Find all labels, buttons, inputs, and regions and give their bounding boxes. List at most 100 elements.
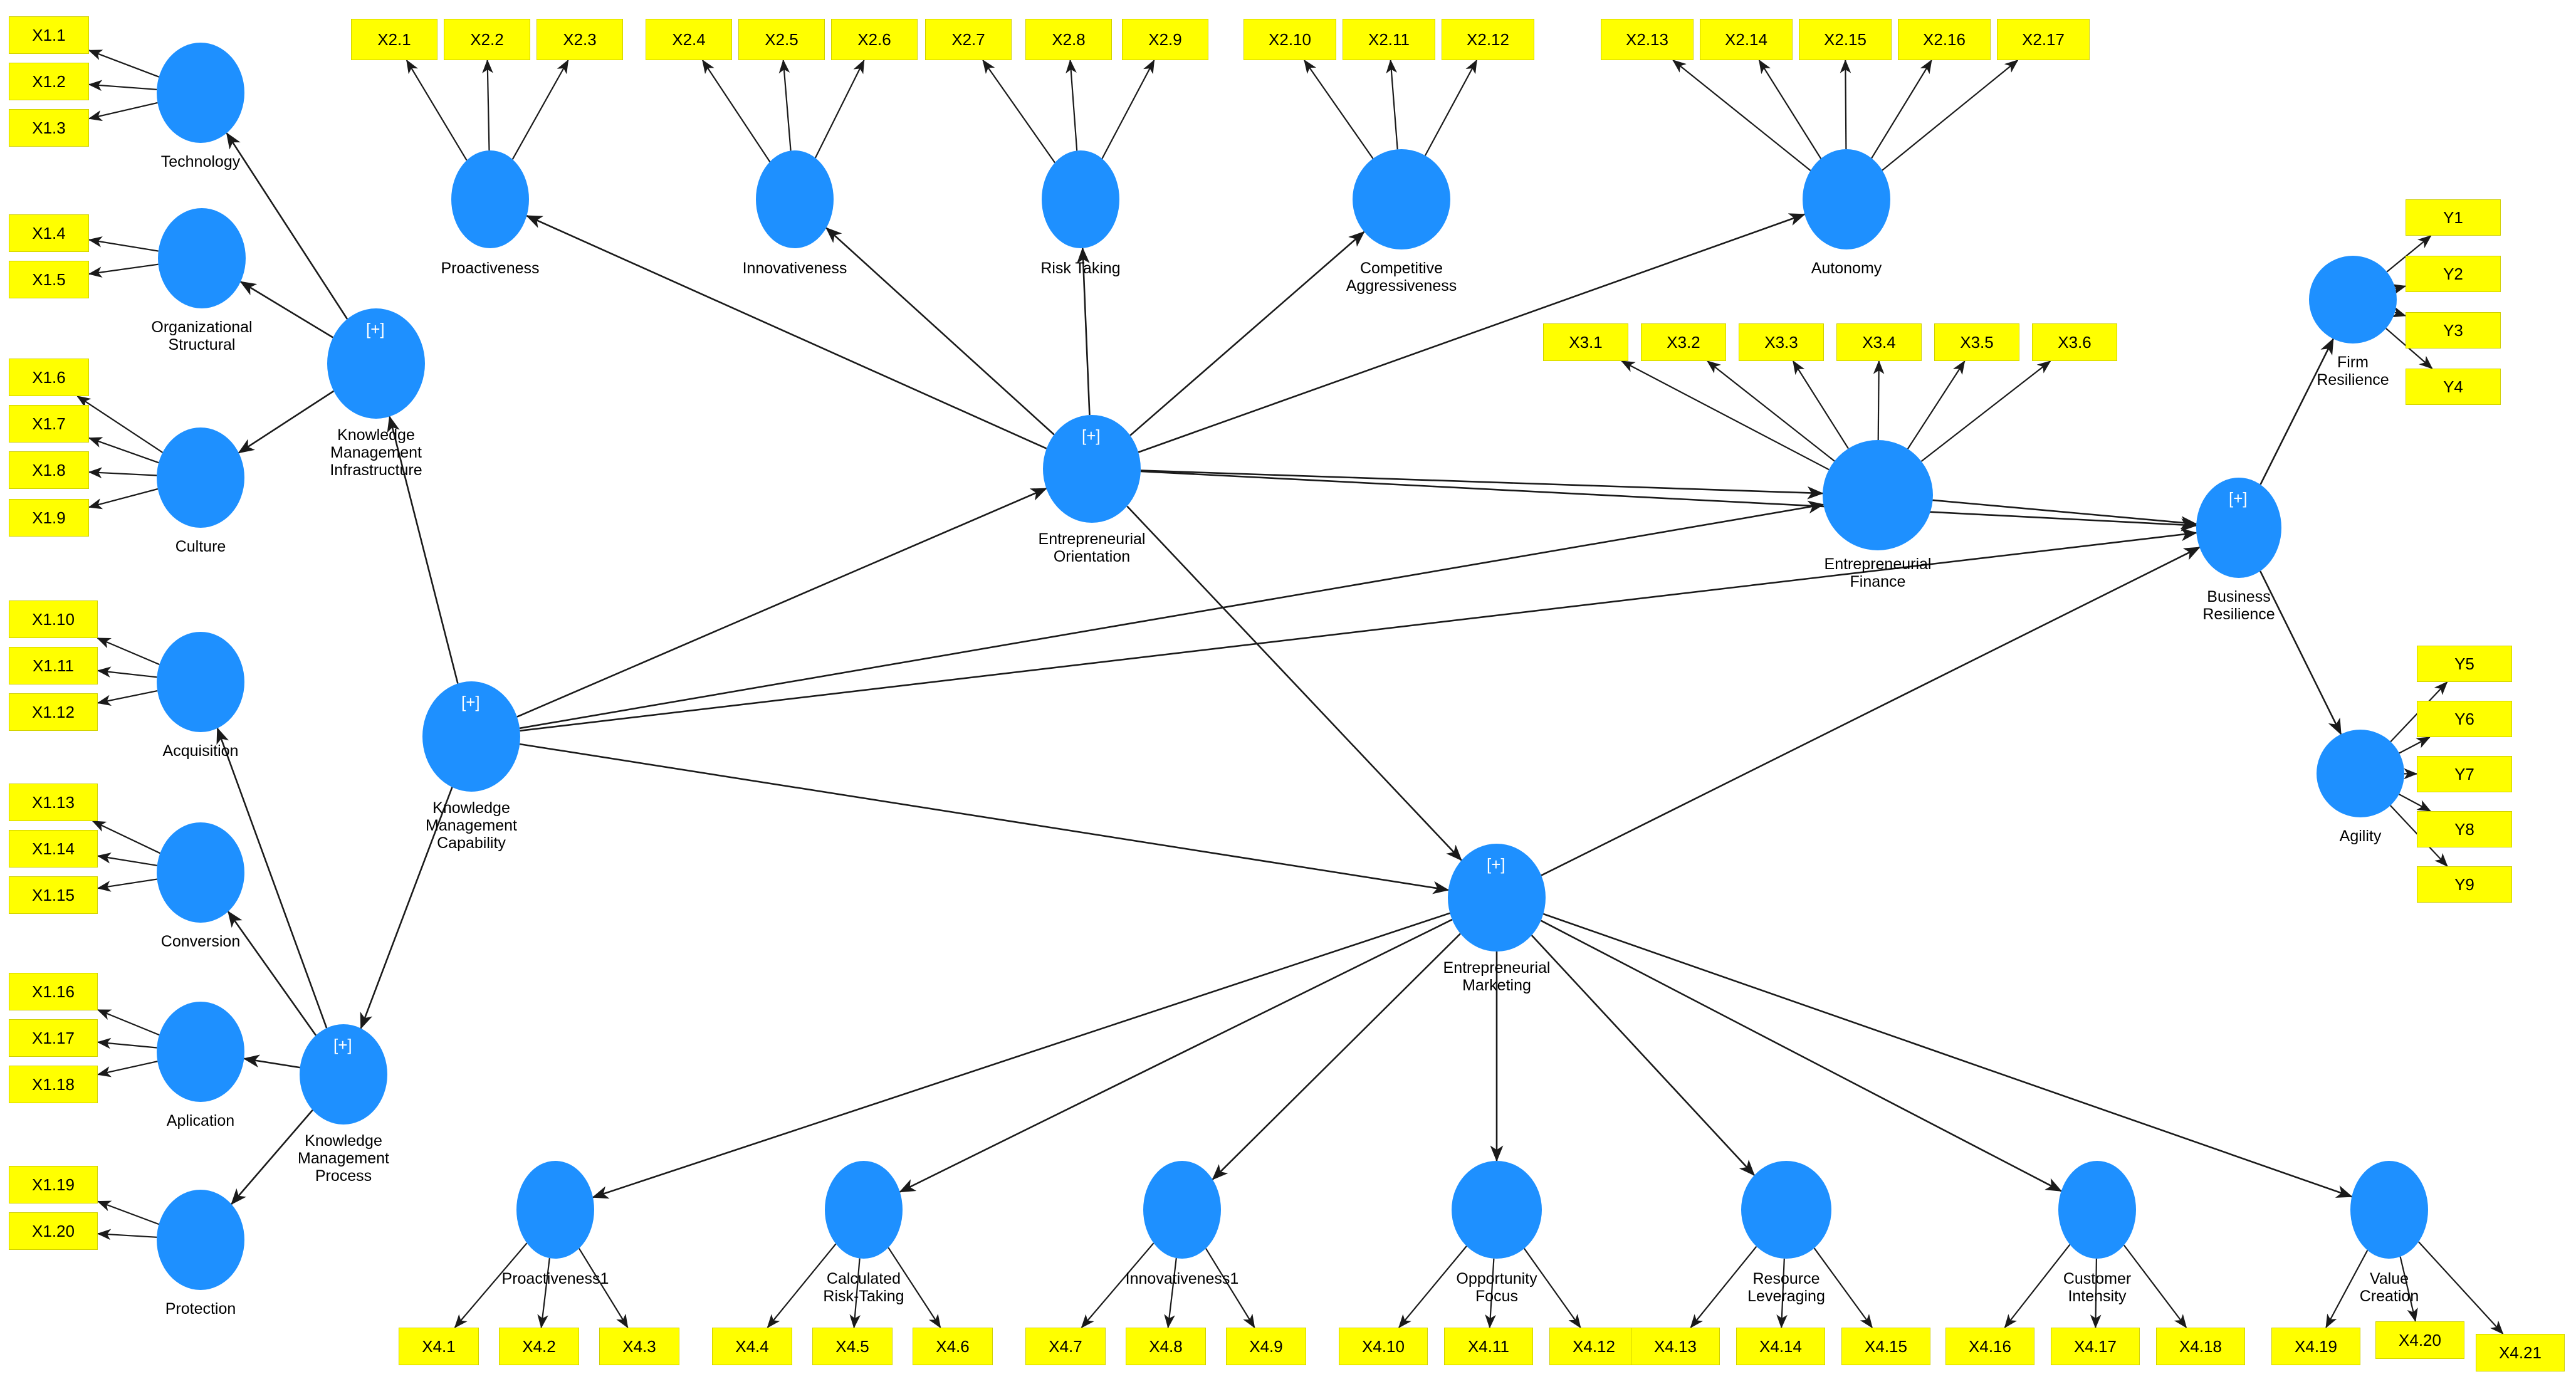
indicator-box-x1-9[interactable]: X1.9 [9, 499, 89, 537]
indicator-box-x2-5[interactable]: X2.5 [738, 19, 825, 60]
indicator-box-x2-2[interactable]: X2.2 [444, 19, 530, 60]
indicator-box-x2-8[interactable]: X2.8 [1025, 19, 1112, 60]
latent-ellipse-knowledge-management-process[interactable] [300, 1024, 387, 1125]
indicator-box-x1-5[interactable]: X1.5 [9, 261, 89, 298]
latent-ellipse-acquisition[interactable] [157, 632, 244, 732]
indicator-box-x4-11[interactable]: X4.11 [1444, 1328, 1533, 1365]
latent-ellipse-aplication[interactable] [157, 1002, 244, 1102]
indicator-box-x4-18[interactable]: X4.18 [2156, 1328, 2245, 1365]
latent-ellipse-competitive-aggressiveness[interactable] [1353, 149, 1450, 249]
latent-ellipse-innovativeness[interactable] [756, 150, 834, 248]
indicator-box-x4-19[interactable]: X4.19 [2271, 1328, 2360, 1365]
latent-ellipse-knowledge-management-infrastructure[interactable] [327, 308, 425, 419]
indicator-box-x3-6[interactable]: X3.6 [2032, 323, 2117, 361]
latent-ellipse-knowledge-management-capability[interactable] [422, 681, 520, 792]
indicator-box-y6[interactable]: Y6 [2417, 701, 2512, 737]
indicator-box-x4-6[interactable]: X4.6 [913, 1328, 993, 1365]
latent-ellipse-innovativeness1[interactable] [1143, 1161, 1221, 1259]
indicator-box-x3-3[interactable]: X3.3 [1739, 323, 1824, 361]
indicator-box-x1-17[interactable]: X1.17 [9, 1019, 98, 1057]
latent-ellipse-entrepreneurial-orientation[interactable] [1043, 415, 1141, 523]
latent-ellipse-opportunity-focus[interactable] [1452, 1161, 1542, 1259]
indicator-box-x1-11[interactable]: X1.11 [9, 647, 98, 684]
latent-ellipse-proactiveness1[interactable] [516, 1161, 594, 1259]
indicator-box-x4-13[interactable]: X4.13 [1631, 1328, 1720, 1365]
indicator-box-y4[interactable]: Y4 [2406, 369, 2501, 405]
latent-ellipse-risk-taking[interactable] [1042, 150, 1119, 248]
indicator-box-x4-16[interactable]: X4.16 [1945, 1328, 2034, 1365]
indicator-box-x1-3[interactable]: X1.3 [9, 109, 89, 147]
indicator-box-x1-8[interactable]: X1.8 [9, 451, 89, 489]
indicator-box-x2-6[interactable]: X2.6 [831, 19, 918, 60]
indicator-box-y5[interactable]: Y5 [2417, 646, 2512, 682]
indicator-box-x2-9[interactable]: X2.9 [1122, 19, 1208, 60]
latent-ellipse-protection[interactable] [157, 1190, 244, 1290]
indicator-box-x4-20[interactable]: X4.20 [2375, 1321, 2464, 1359]
indicator-box-x3-2[interactable]: X3.2 [1641, 323, 1726, 361]
indicator-box-x2-16[interactable]: X2.16 [1898, 19, 1991, 60]
indicator-box-y8[interactable]: Y8 [2417, 811, 2512, 847]
indicator-box-y1[interactable]: Y1 [2406, 199, 2501, 236]
indicator-box-x3-1[interactable]: X3.1 [1543, 323, 1628, 361]
latent-ellipse-organizational-structural[interactable] [158, 208, 246, 308]
indicator-box-x4-4[interactable]: X4.4 [712, 1328, 792, 1365]
indicator-box-x2-11[interactable]: X2.11 [1343, 19, 1435, 60]
latent-ellipse-business-resilience[interactable] [2196, 478, 2281, 578]
indicator-box-y9[interactable]: Y9 [2417, 866, 2512, 903]
indicator-box-x2-15[interactable]: X2.15 [1799, 19, 1892, 60]
latent-ellipse-proactiveness[interactable] [451, 150, 529, 248]
indicator-box-x3-4[interactable]: X3.4 [1836, 323, 1922, 361]
indicator-box-x1-20[interactable]: X1.20 [9, 1212, 98, 1250]
indicator-box-x1-2[interactable]: X1.2 [9, 63, 89, 100]
latent-ellipse-value-creation[interactable] [2350, 1161, 2428, 1259]
indicator-box-x1-16[interactable]: X1.16 [9, 973, 98, 1010]
indicator-box-x2-4[interactable]: X2.4 [646, 19, 732, 60]
indicator-box-x1-13[interactable]: X1.13 [9, 784, 98, 821]
indicator-box-x2-1[interactable]: X2.1 [351, 19, 437, 60]
latent-ellipse-autonomy[interactable] [1803, 149, 1890, 249]
indicator-box-x4-12[interactable]: X4.12 [1549, 1328, 1638, 1365]
indicator-box-y2[interactable]: Y2 [2406, 256, 2501, 292]
indicator-box-x4-10[interactable]: X4.10 [1339, 1328, 1428, 1365]
indicator-box-x2-10[interactable]: X2.10 [1243, 19, 1336, 60]
indicator-box-x3-5[interactable]: X3.5 [1934, 323, 2019, 361]
latent-ellipse-conversion[interactable] [157, 822, 244, 923]
indicator-box-x4-2[interactable]: X4.2 [499, 1328, 579, 1365]
latent-ellipse-culture[interactable] [157, 427, 244, 528]
indicator-box-x1-19[interactable]: X1.19 [9, 1166, 98, 1203]
indicator-box-x2-17[interactable]: X2.17 [1997, 19, 2090, 60]
indicator-box-y3[interactable]: Y3 [2406, 312, 2501, 349]
indicator-box-x4-3[interactable]: X4.3 [599, 1328, 679, 1365]
latent-ellipse-resource-leveraging[interactable] [1741, 1161, 1831, 1259]
latent-ellipse-technology[interactable] [157, 43, 244, 143]
indicator-box-x1-14[interactable]: X1.14 [9, 830, 98, 868]
indicator-box-x4-17[interactable]: X4.17 [2051, 1328, 2140, 1365]
indicator-box-x1-7[interactable]: X1.7 [9, 405, 89, 443]
indicator-box-x4-14[interactable]: X4.14 [1736, 1328, 1825, 1365]
indicator-box-x1-18[interactable]: X1.18 [9, 1066, 98, 1103]
indicator-box-x1-1[interactable]: X1.1 [9, 16, 89, 54]
indicator-box-x4-5[interactable]: X4.5 [812, 1328, 893, 1365]
latent-ellipse-customer-intensity[interactable] [2058, 1161, 2136, 1259]
latent-ellipse-firm-resilience[interactable] [2309, 256, 2397, 343]
latent-ellipse-entrepreneurial-marketing[interactable] [1448, 844, 1546, 952]
indicator-box-x4-15[interactable]: X4.15 [1841, 1328, 1930, 1365]
indicator-box-x2-13[interactable]: X2.13 [1601, 19, 1694, 60]
indicator-box-x2-12[interactable]: X2.12 [1442, 19, 1534, 60]
indicator-box-x1-6[interactable]: X1.6 [9, 359, 89, 396]
indicator-box-x2-7[interactable]: X2.7 [925, 19, 1012, 60]
indicator-box-y7[interactable]: Y7 [2417, 756, 2512, 792]
indicator-box-x1-12[interactable]: X1.12 [9, 693, 98, 731]
latent-ellipse-calculated-risk-taking[interactable] [825, 1161, 903, 1259]
indicator-box-x1-15[interactable]: X1.15 [9, 876, 98, 914]
latent-ellipse-entrepreneurial-finance[interactable] [1823, 440, 1933, 550]
latent-ellipse-agility[interactable] [2317, 730, 2404, 817]
indicator-box-x1-4[interactable]: X1.4 [9, 214, 89, 252]
indicator-box-x4-7[interactable]: X4.7 [1025, 1328, 1106, 1365]
indicator-box-x4-8[interactable]: X4.8 [1126, 1328, 1206, 1365]
indicator-box-x4-1[interactable]: X4.1 [399, 1328, 479, 1365]
indicator-box-x4-9[interactable]: X4.9 [1226, 1328, 1306, 1365]
indicator-box-x2-14[interactable]: X2.14 [1700, 19, 1793, 60]
indicator-box-x4-21[interactable]: X4.21 [2476, 1334, 2565, 1371]
indicator-box-x2-3[interactable]: X2.3 [537, 19, 623, 60]
